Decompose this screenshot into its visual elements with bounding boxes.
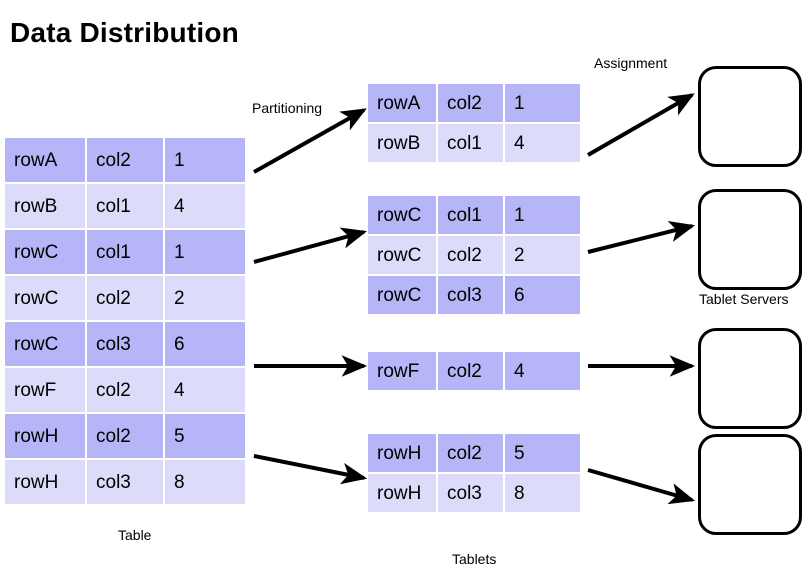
table-cell: 4	[514, 360, 525, 382]
table-cell: rowC	[5, 276, 87, 320]
partitioning-arrow	[253, 108, 367, 174]
table-cell: rowB	[5, 184, 87, 228]
table-cell: col1	[438, 196, 505, 234]
table-cell: rowC	[368, 236, 438, 274]
partitioning-arrow	[253, 227, 368, 264]
table-cell: rowC	[368, 196, 438, 234]
table-cell: 1	[514, 204, 525, 226]
table-cell: rowB	[368, 124, 438, 162]
table-cell: col3	[87, 460, 165, 504]
assignment-arrow	[587, 220, 696, 254]
table-cell: 1	[174, 241, 185, 263]
table-cell: rowA	[5, 138, 87, 182]
table-cell: col3	[87, 322, 165, 366]
table-cell: col3	[438, 276, 505, 314]
tablet-server-box-1	[698, 66, 802, 167]
table-cell: rowH	[5, 414, 87, 458]
table-cell: 8	[174, 471, 185, 493]
partitioning-arrows	[253, 108, 368, 485]
table-cell: 1	[514, 92, 525, 114]
table-cell: 4	[514, 132, 525, 154]
assignment-arrow	[587, 468, 696, 505]
table-cell: col2	[87, 368, 165, 412]
assignment-label: Assignment	[594, 55, 668, 71]
table-cell: rowA	[368, 84, 438, 122]
table-cell: 2	[514, 244, 525, 266]
table-cell: col3	[438, 474, 505, 512]
table-cell: 8	[514, 482, 525, 504]
table-cell: rowF	[368, 352, 438, 390]
table-cell: col2	[87, 414, 165, 458]
table-cell: col2	[87, 138, 165, 182]
table-cell: rowH	[368, 474, 438, 512]
tablets-caption: Tablets	[452, 551, 497, 567]
tablet-server-box-2	[698, 189, 802, 290]
table-cell: col2	[438, 84, 505, 122]
tablet-server-box-3	[698, 328, 802, 429]
table-cell: col1	[438, 124, 505, 162]
assignment-arrow	[587, 93, 695, 157]
table-cell: rowC	[368, 276, 438, 314]
table-cell: col2	[87, 276, 165, 320]
table-cell: 6	[174, 333, 185, 355]
table-cell: 4	[174, 195, 185, 217]
table-caption: Table	[118, 527, 152, 543]
partitioning-arrow	[253, 454, 368, 485]
assignment-arrows	[587, 93, 696, 505]
tablet-servers-caption: Tablet Servers	[699, 291, 789, 307]
table-cell: rowH	[368, 434, 438, 472]
table-cell: col2	[438, 236, 505, 274]
table-cell: rowF	[5, 368, 87, 412]
table-cell: 6	[514, 284, 525, 306]
table-cell: rowC	[5, 230, 87, 274]
page-title: Data Distribution	[10, 17, 239, 48]
table-cell: col2	[438, 434, 505, 472]
tablet-server-box-4	[698, 434, 802, 535]
table-cell: col2	[438, 352, 505, 390]
table-cell: rowH	[5, 460, 87, 504]
table-cell: 4	[174, 379, 185, 401]
table-cell: 2	[174, 287, 185, 309]
partitioning-label: Partitioning	[252, 100, 323, 116]
table-cell: col1	[87, 184, 165, 228]
table-cell: rowC	[5, 322, 87, 366]
table-cell: col1	[87, 230, 165, 274]
table-cell: 5	[514, 442, 525, 464]
table-cell: 1	[174, 149, 185, 171]
table-cell: 5	[174, 425, 185, 447]
